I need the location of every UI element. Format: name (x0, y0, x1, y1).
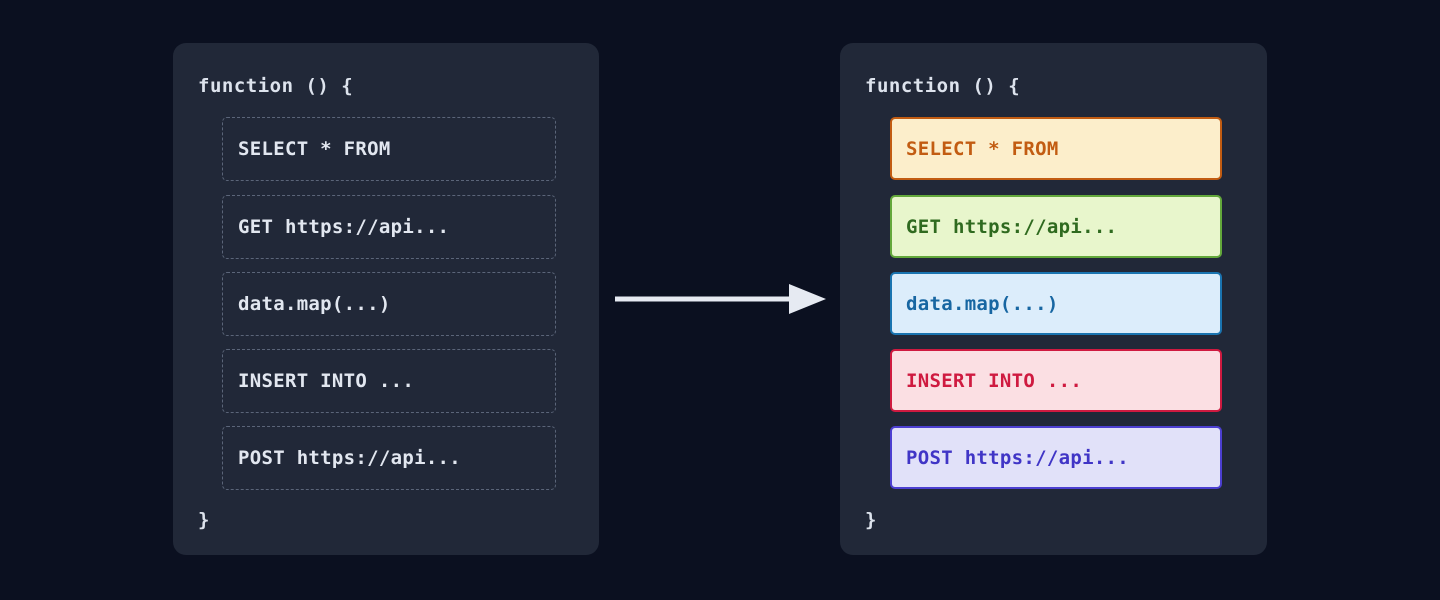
after-statement-row-http-post[interactable]: POST https://api... (890, 426, 1222, 489)
before-statement-label: INSERT INTO ... (238, 370, 415, 392)
after-statement-list: SELECT * FROM GET https://api... data.ma… (840, 43, 1267, 555)
before-statement-row[interactable]: GET https://api... (222, 195, 556, 259)
before-function-open: function () { (198, 75, 354, 97)
after-statement-row-js-map[interactable]: data.map(...) (890, 272, 1222, 335)
after-statement-row-sql-select[interactable]: SELECT * FROM (890, 117, 1222, 180)
before-code-panel: function () { SELECT * FROM GET https://… (173, 43, 599, 555)
after-function-close: } (865, 509, 877, 531)
before-statement-row[interactable]: INSERT INTO ... (222, 349, 556, 413)
after-statement-label: POST https://api... (906, 446, 1130, 469)
before-statement-label: data.map(...) (238, 293, 391, 315)
before-statement-label: SELECT * FROM (238, 138, 391, 160)
after-statement-label: data.map(...) (906, 292, 1059, 315)
before-statement-row[interactable]: POST https://api... (222, 426, 556, 490)
after-code-panel: function () { SELECT * FROM GET https://… (840, 43, 1267, 555)
after-statement-label: INSERT INTO ... (906, 369, 1083, 392)
before-statement-label: GET https://api... (238, 216, 450, 238)
after-statement-label: SELECT * FROM (906, 137, 1059, 160)
after-function-open: function () { (865, 75, 1021, 97)
before-statement-row[interactable]: SELECT * FROM (222, 117, 556, 181)
after-statement-row-http-get[interactable]: GET https://api... (890, 195, 1222, 258)
before-statement-label: POST https://api... (238, 447, 462, 469)
after-statement-row-sql-insert[interactable]: INSERT INTO ... (890, 349, 1222, 412)
after-statement-label: GET https://api... (906, 215, 1118, 238)
transform-arrow-icon (615, 284, 826, 314)
before-statement-list: SELECT * FROM GET https://api... data.ma… (173, 43, 599, 555)
before-statement-row[interactable]: data.map(...) (222, 272, 556, 336)
before-function-close: } (198, 509, 210, 531)
